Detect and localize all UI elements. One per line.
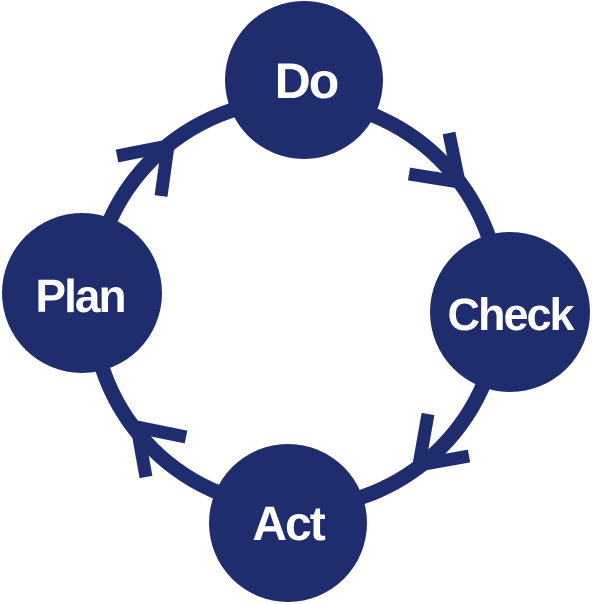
arrowhead-check-to-act — [410, 412, 471, 474]
node-act-circle — [209, 444, 367, 602]
direction-arrows — [115, 131, 471, 479]
node-do: Do — [225, 1, 383, 159]
node-do-label: Do — [275, 53, 338, 109]
node-act-label: Act — [252, 498, 325, 551]
arrowhead-plan-to-do — [115, 137, 176, 197]
node-check-label: Check — [447, 289, 575, 340]
node-plan-label: Plan — [35, 270, 124, 322]
node-do-circle — [225, 1, 383, 159]
arrowhead-act-to-plan — [128, 418, 188, 479]
node-plan: Plan — [2, 213, 162, 373]
arrowhead-do-to-check — [407, 131, 468, 190]
node-check-circle — [430, 232, 590, 392]
node-plan-circle — [2, 213, 162, 373]
node-check: Check — [430, 232, 590, 392]
node-act: Act — [209, 444, 367, 602]
